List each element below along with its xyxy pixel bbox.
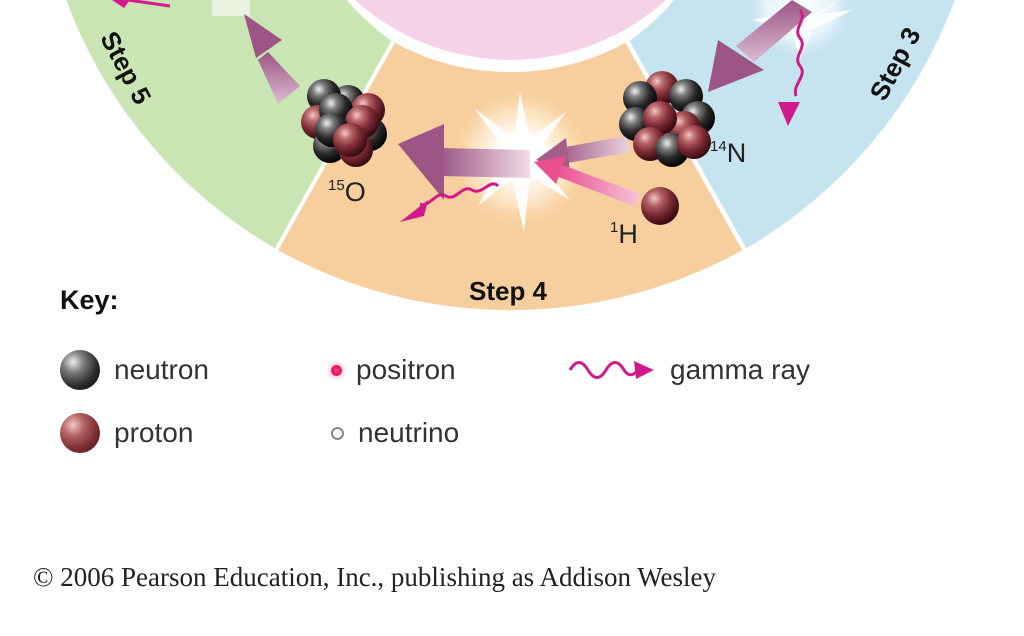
- neutrino-icon: [331, 426, 344, 440]
- neutron-icon: [60, 350, 100, 390]
- step-5-flash-remnant: [212, 0, 250, 16]
- key-item-neutron: neutron: [60, 350, 209, 390]
- hydrogen-1-mass: 1: [610, 219, 618, 236]
- step-5-arrow: [244, 14, 300, 104]
- nitrogen-14-label: 14N: [710, 138, 746, 168]
- gamma-ray-step-3: [778, 9, 804, 126]
- nitrogen-14-mass: 14: [710, 138, 727, 155]
- hydrogen-incoming-arrow: [534, 156, 640, 206]
- gamma-ray-step-4: [400, 182, 500, 222]
- nitrogen-14-nucleus: [619, 71, 715, 167]
- oxygen-15-nucleus: [301, 79, 387, 167]
- hydrogen-1-label: 1H: [610, 219, 638, 249]
- nitrogen-14-symbol: N: [727, 138, 747, 168]
- step-3-sector: [629, 0, 955, 249]
- hydrogen-1-symbol: H: [618, 219, 638, 249]
- step-4-label: Step 4: [469, 276, 548, 306]
- cno-cycle-diagram: Step 4 Step 5 Step 3: [66, 0, 955, 311]
- key-title: Key:: [60, 285, 119, 315]
- key-label-proton: proton: [114, 417, 194, 448]
- gamma-ray-arrowhead-step-5: [112, 0, 130, 8]
- oxygen-15-symbol: O: [345, 177, 366, 207]
- hydrogen-1-proton: [641, 187, 679, 225]
- oxygen-15-label: 15O: [328, 177, 366, 207]
- key-label-gamma-ray: gamma ray: [670, 354, 811, 385]
- copyright-notice: © 2006 Pearson Education, Inc., publishi…: [33, 562, 717, 592]
- gamma-ray-step-5: [127, 0, 171, 8]
- proton-capture-arrow: [398, 124, 530, 200]
- key-label-neutron: neutron: [114, 354, 209, 385]
- key-item-positron: positron: [331, 350, 456, 390]
- key-item-proton: proton: [60, 413, 193, 453]
- oxygen-15-mass: 15: [328, 177, 345, 194]
- key-label-neutrino: neutrino: [358, 417, 460, 448]
- step-5-sector: [66, 0, 392, 249]
- key-label-positron: positron: [356, 354, 456, 385]
- positron-icon: [331, 364, 342, 376]
- key-item-gamma-ray: gamma ray: [568, 350, 810, 390]
- gamma-ray-icon: [568, 361, 654, 379]
- key-item-neutrino: neutrino: [331, 413, 459, 453]
- cycle-center: [355, 0, 666, 60]
- proton-icon: [60, 413, 100, 453]
- step-3-arrow: [708, 0, 812, 92]
